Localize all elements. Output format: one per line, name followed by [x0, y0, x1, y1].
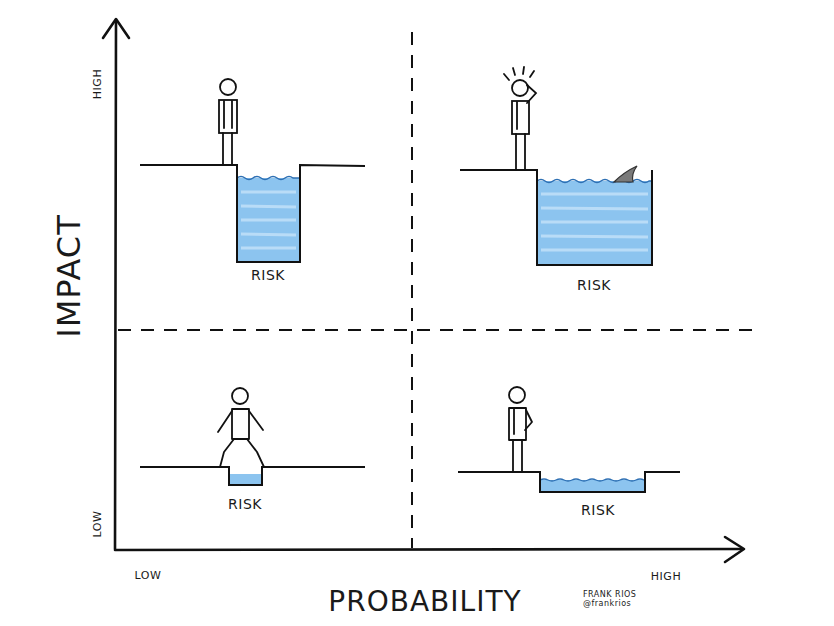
dashed-divider — [411, 32, 413, 548]
quadrant-dividers — [118, 32, 752, 548]
stick-figure — [218, 388, 264, 467]
shark-fin — [614, 166, 637, 182]
axis-title: PROBABILITY — [328, 587, 521, 618]
stick-figure — [219, 79, 237, 165]
risk-pit — [140, 467, 365, 485]
torso — [512, 101, 529, 134]
risk-label: RISK — [577, 278, 611, 293]
risk-label: RISK — [228, 497, 262, 512]
water-stripes — [241, 192, 296, 248]
axis-arrowhead — [725, 537, 744, 562]
axis-arrowhead — [103, 19, 129, 38]
probability-axis — [115, 549, 742, 550]
water — [237, 178, 300, 262]
axes — [103, 19, 744, 562]
ground-line — [460, 170, 652, 265]
dashed-divider — [118, 329, 752, 331]
axis-end-label: HIGH — [92, 69, 104, 99]
limbs — [516, 85, 536, 170]
limbs — [218, 411, 264, 467]
torso — [509, 408, 526, 440]
ground-line — [140, 467, 365, 485]
water-surface — [540, 479, 645, 481]
risk-pit — [458, 472, 680, 492]
risk-label: RISK — [251, 268, 285, 283]
impact-axis — [115, 22, 116, 549]
head — [232, 388, 248, 404]
ground-line — [140, 165, 365, 262]
water-stripes — [541, 194, 648, 250]
water — [540, 480, 645, 492]
stick-figure — [504, 67, 536, 170]
water — [229, 474, 262, 485]
axis-end-label: LOW — [135, 570, 162, 582]
risk-pit — [460, 166, 652, 265]
head — [509, 387, 525, 403]
axis-end-label: LOW — [92, 511, 104, 538]
water — [537, 181, 652, 265]
limbs — [223, 101, 232, 165]
water-surface — [237, 177, 300, 180]
axis-end-label: HIGH — [651, 571, 681, 583]
risk-pit — [140, 165, 365, 262]
water-surface — [537, 180, 652, 183]
signature: FRANK RIOS @frankrios — [583, 591, 645, 609]
limbs — [513, 409, 532, 472]
alarm-marks — [504, 67, 534, 80]
axis-title: IMPACT — [52, 214, 87, 338]
ground-line — [458, 472, 680, 492]
head — [512, 80, 528, 96]
torso — [219, 100, 237, 133]
risk-label: RISK — [581, 503, 615, 518]
stick-figure — [509, 387, 532, 472]
head — [220, 79, 236, 95]
torso — [232, 409, 249, 439]
